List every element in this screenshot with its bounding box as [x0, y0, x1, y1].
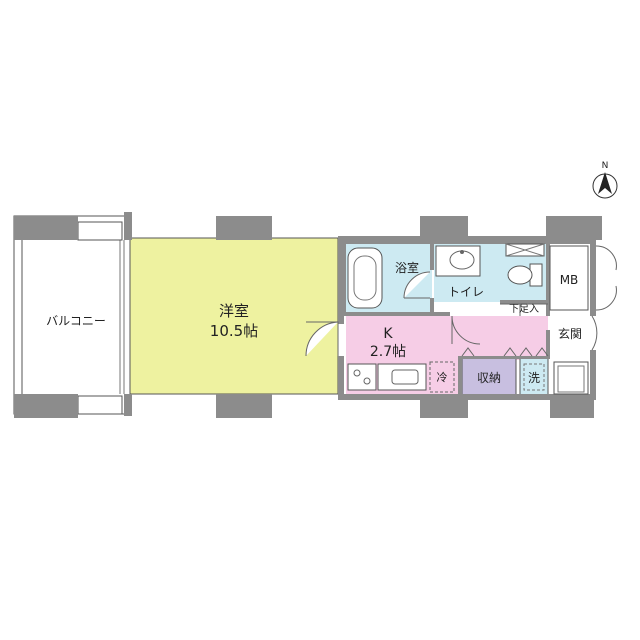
compass-label: N	[602, 161, 609, 171]
washer-dash	[523, 363, 545, 391]
bath-label: 浴室	[395, 260, 419, 275]
ventilation-box	[505, 243, 545, 257]
entrance-step	[553, 361, 589, 395]
doors	[305, 245, 617, 393]
western-room-size: 10.5帖	[210, 322, 258, 340]
entrance-label: 玄関	[558, 326, 582, 341]
storage-label: 収納	[477, 371, 501, 385]
mb-label: MB	[560, 273, 579, 287]
stove	[347, 363, 377, 391]
toilet-bowl	[507, 263, 543, 287]
kitchen-label: K	[383, 326, 393, 342]
bathtub	[347, 247, 383, 309]
north-compass: N	[592, 161, 618, 199]
kitchen-size: 2.7帖	[370, 344, 406, 360]
meter-box	[549, 245, 589, 311]
fridge-label: 冷	[437, 371, 448, 384]
washer-label: 洗	[528, 371, 540, 385]
toilet-label: トイレ	[448, 285, 484, 299]
storage-closet	[461, 357, 517, 397]
balcony-area	[13, 215, 131, 418]
western-room-label: 洋室	[219, 302, 249, 320]
wash-basin	[435, 245, 481, 277]
balcony-label: バルコニー	[46, 314, 106, 328]
kitchen-sink	[377, 363, 427, 391]
shoe-rack-label: 下足入	[509, 303, 539, 315]
walls	[124, 212, 602, 418]
